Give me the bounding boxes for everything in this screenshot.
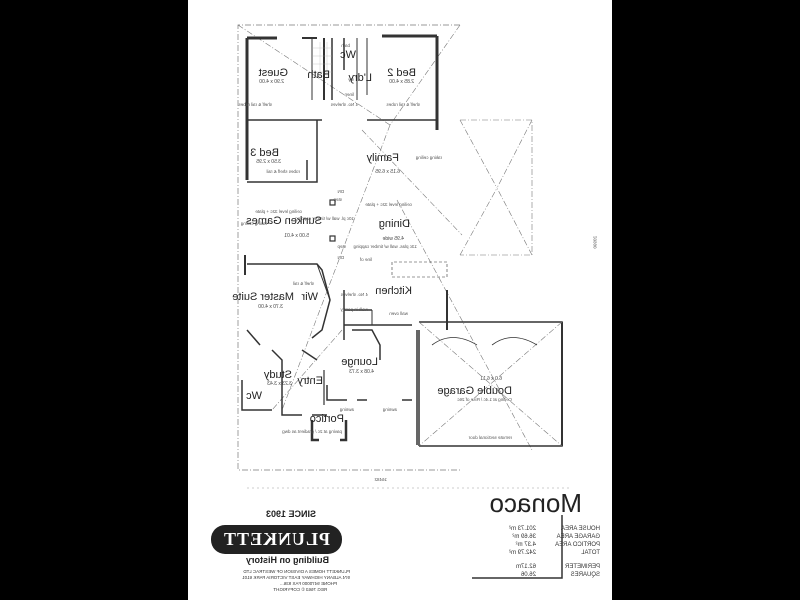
branding-address-2: 974 ALBANY HIGHWAY EAST VICTORIA PARK 61… [242, 575, 350, 580]
room-wc2-label: Wc [246, 390, 262, 402]
room-bed3-dim: 3.50 x 2.95 [256, 159, 281, 165]
area-table: HOUSE AREA 201.73 m² GARAGE AREA 36.69 m… [500, 525, 600, 580]
note-wir-shelf: shelf & rail [292, 281, 314, 286]
note-linen: linen [344, 92, 354, 97]
room-kitchen-label: Kitchen [375, 285, 412, 297]
room-lounge-dim: 4.08 x 3.73 [349, 369, 374, 375]
note-ceiling-dining: ceiling level 32c + plate [365, 202, 412, 207]
note-garage-ceiling: Ceiling at 1.4c / Rise of 26c [457, 397, 512, 402]
room-master-dim: 3.70 x 4.00 [258, 304, 283, 310]
area-row-perimeter: PERIMETER 62.17m [515, 564, 600, 571]
note-line-of: line of [359, 257, 372, 262]
room-entry-label: Entry [297, 375, 323, 387]
branding-tagline: Building on History [246, 555, 329, 565]
room-bath-label: Bath [307, 69, 330, 81]
note-timber-capping-1: 10c pl. wall w/ timber capping [295, 216, 354, 221]
note-robes-guest: shelf & rail robes [238, 102, 272, 107]
room-dining-label: Dining [378, 218, 410, 230]
note-robes-bed2: shelf & rail robes [386, 102, 420, 107]
plunkett-logo: PLUNKETT [210, 525, 342, 554]
area-row-total: TOTAL 242.79 m² [508, 550, 600, 557]
room-garage-label: Double Garage [437, 385, 512, 397]
area-row-garage: GARAGE AREA 36.69 m² [512, 534, 600, 541]
room-master-label: Master Suite [232, 291, 294, 303]
branding-address-4: REG 7663 © COPYRIGHT [273, 587, 327, 592]
room-study-label: Study [263, 369, 292, 381]
note-lounge-awning-2: awning [382, 407, 397, 412]
mirrored-floor-plan: Guest 2.90 x 4.00 Bath Wc L'dry Bed 2 2.… [188, 0, 612, 600]
room-garage-dim: 6.0 x 6.11 [480, 376, 502, 382]
note-step-2: step [337, 244, 346, 249]
note-step-1: step [333, 197, 342, 202]
plan-page: Guest 2.90 x 4.00 Bath Wc L'dry Bed 2 2.… [188, 0, 612, 600]
note-lounge-awning-1: awning [339, 407, 354, 412]
plan-title: Monaco [489, 488, 583, 518]
note-raking-family: raking ceiling [415, 155, 442, 160]
room-lounge-label: Lounge [341, 356, 378, 368]
branding-address-1: PLUNKETT HOMES A DIVISION OF WESTRAC LTD [243, 569, 350, 574]
area-row-house: HOUSE AREA 201.73 m² [508, 526, 600, 532]
dimension-house-depth: 20990 [592, 235, 598, 249]
room-guest-dim: 2.90 x 4.00 [259, 79, 284, 85]
room-bed2-label: Bed 2 [387, 67, 416, 79]
note-pantry-shelves: 4 No. shelves [340, 292, 368, 297]
note-robes-bed3: robes shelf & rail [266, 169, 300, 174]
note-raking-games: raking ceiling [240, 221, 267, 226]
note-vanity: vty [348, 77, 354, 82]
room-portico-label: Portico [309, 413, 344, 425]
note-ceiling-games: ceiling level 32c + plate [255, 209, 302, 214]
note-dn-2: DN [337, 255, 345, 260]
note-portico-paving: paving at 2c / gradient as dwg [282, 429, 342, 434]
floor-plan-drawing [237, 24, 572, 579]
room-wc-label: Wc [340, 49, 356, 61]
room-family-label: Family [366, 152, 399, 164]
room-bed2-dim: 2.85 x 4.00 [389, 79, 414, 85]
note-garage-door: remote sectional door [468, 435, 512, 440]
area-row-squares: SQUARES 26.06 [520, 572, 600, 579]
room-dining-dim: 4.95 wide [382, 236, 404, 242]
dimension-house-width: 16482 [374, 477, 387, 482]
branding-address-3: PHONE 9470000 FAX 936... [279, 581, 337, 586]
note-wall-oven: wall oven [389, 311, 408, 316]
note-bath: bath [341, 43, 350, 48]
room-games-dim: 5.00 x 4.01 [284, 233, 309, 239]
branding-since: SINCE 1903 [265, 509, 316, 519]
room-wir-label: Wir [301, 291, 319, 303]
room-family-dim: 6.15 x 6.95 [375, 169, 400, 175]
note-shelves: 4 No. shelves [330, 102, 358, 107]
room-study-dim: 3.23 x 3.43 [267, 381, 292, 387]
note-walk-in-pantry: walk in pantry [340, 307, 368, 312]
area-row-portico: PORTICO AREA 4.37 m² [515, 542, 600, 549]
note-dn-1: DN [337, 189, 345, 194]
room-guest-label: Guest [258, 67, 288, 79]
room-bed3-label: Bed 3 [250, 147, 279, 159]
note-timber-capping-2: 13c plas. wall w/ timber capping [353, 244, 417, 249]
